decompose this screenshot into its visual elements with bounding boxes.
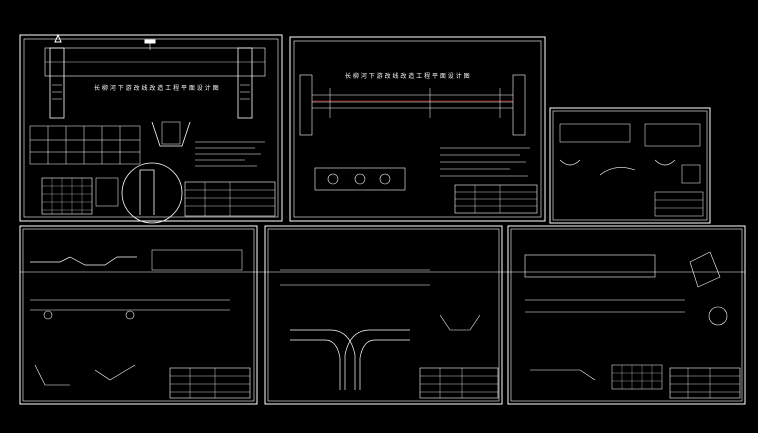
drawing-sheet-6[interactable] <box>507 225 746 405</box>
drawing-sheet-1[interactable] <box>19 33 283 224</box>
drawing-sheet-3[interactable] <box>549 107 711 224</box>
drawing-sheet-5[interactable] <box>264 225 503 405</box>
drawing-sheet-4[interactable] <box>19 225 258 405</box>
drawing-sheet-2[interactable] <box>289 36 546 222</box>
sheet-2-title: 长 柳 河 下 游 改 线 改 造 工 程 平 面 设 计 图 <box>345 72 470 80</box>
sheet-1-title: 长 柳 河 下 游 改 线 改 造 工 程 平 面 设 计 图 <box>94 84 219 92</box>
